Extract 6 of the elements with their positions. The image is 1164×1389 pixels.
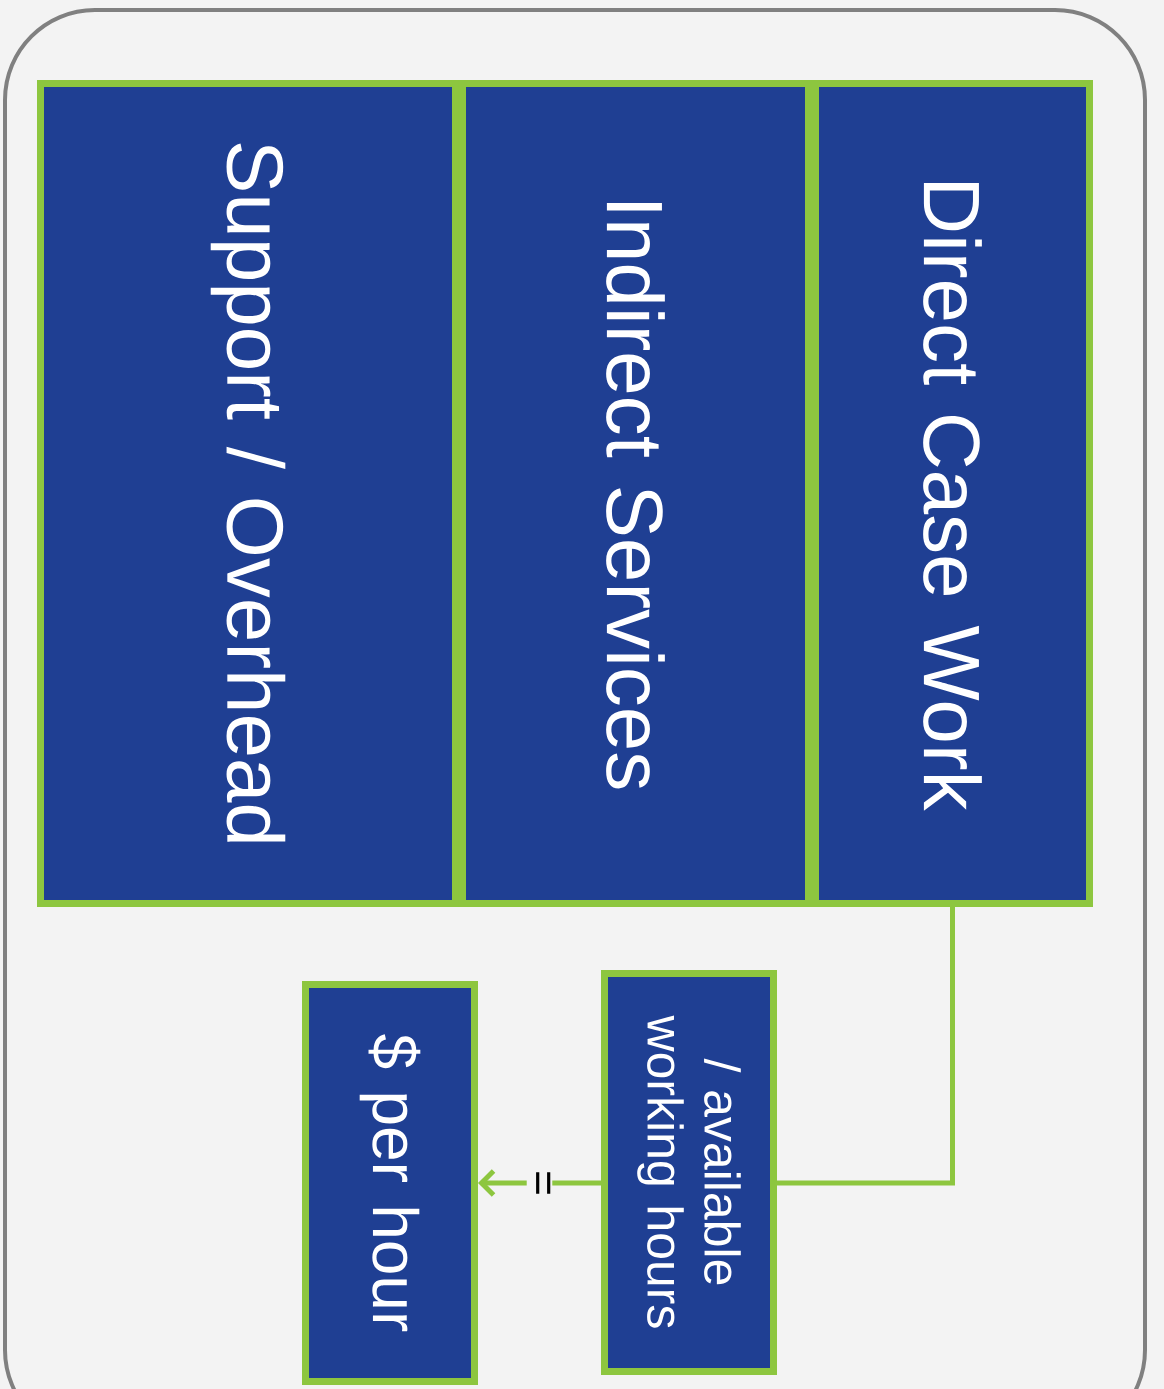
- process-box: Indirect Services: [459, 80, 812, 907]
- edge-label: =: [526, 1168, 553, 1198]
- process-box: $ per hour: [302, 981, 478, 1385]
- process-box: Support / Overhead: [37, 80, 459, 907]
- process-box: Direct Case Work: [812, 80, 1093, 907]
- process-box: / available working hours: [601, 970, 777, 1375]
